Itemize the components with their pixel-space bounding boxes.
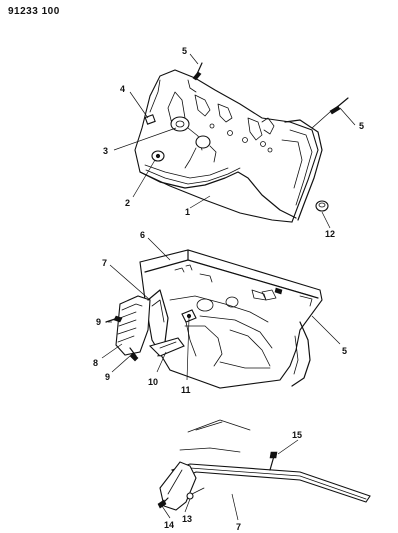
instrument-panel-assembly — [105, 249, 323, 389]
callout-11: 11 — [181, 385, 191, 395]
callout-labels: 5 4 3 2 1 5 12 6 7 9 8 9 10 11 5 15 13 1… — [93, 46, 364, 532]
callout-9-upper: 9 — [96, 317, 101, 327]
instrument-panel — [139, 249, 323, 389]
dash-silencer-assembly — [134, 62, 349, 223]
callout-3: 3 — [103, 146, 108, 156]
callout-6: 6 — [140, 230, 145, 240]
callout-5-right: 5 — [359, 121, 364, 131]
callout-5-top: 5 — [182, 46, 187, 56]
callout-15: 15 — [292, 430, 302, 440]
top-leader-lines — [113, 53, 356, 229]
callout-2: 2 — [125, 198, 130, 208]
callout-9-lower: 9 — [105, 372, 110, 382]
middle-leader-lines — [101, 237, 341, 381]
callout-13: 13 — [182, 514, 192, 524]
callout-4: 4 — [120, 84, 125, 94]
callout-8: 8 — [93, 358, 98, 368]
callout-12: 12 — [325, 229, 335, 239]
sill-plate — [170, 463, 371, 503]
callout-7-bottom: 7 — [236, 522, 241, 532]
callout-5-middle: 5 — [342, 346, 347, 356]
callout-1: 1 — [185, 207, 190, 217]
callout-14: 14 — [164, 520, 174, 530]
callout-10: 10 — [148, 377, 158, 387]
silencer-pad — [134, 69, 319, 223]
left-bezel — [115, 295, 151, 356]
sill-plate-assembly — [157, 419, 371, 511]
drawing-number: 91233 100 — [8, 6, 60, 17]
callout-7-middle: 7 — [102, 258, 107, 268]
bottom-leader-lines — [161, 439, 299, 521]
